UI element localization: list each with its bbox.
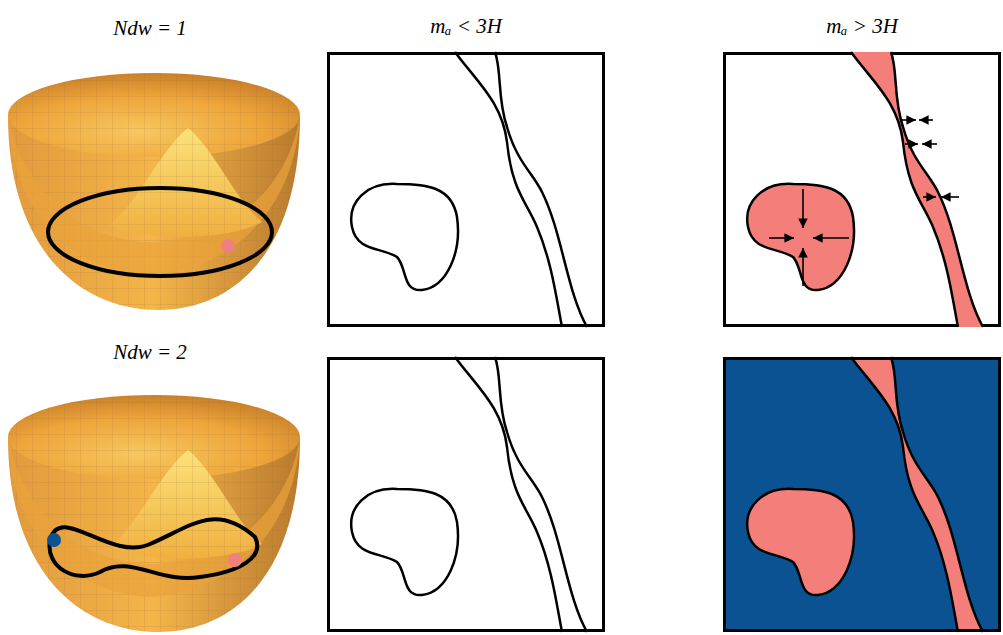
panel-label: mₐ < 3H [430,14,502,39]
panel-label: Ndw = 1 [113,16,187,41]
wall-panel [725,52,1000,327]
string-panel [329,52,604,327]
panel-label: mₐ > 3H [826,14,898,39]
potential-bowl [8,395,300,632]
wall-panel [725,357,1000,632]
potential-bowl [8,73,300,310]
panel-label: Ndw = 2 [113,340,187,365]
string-panel [329,357,604,632]
